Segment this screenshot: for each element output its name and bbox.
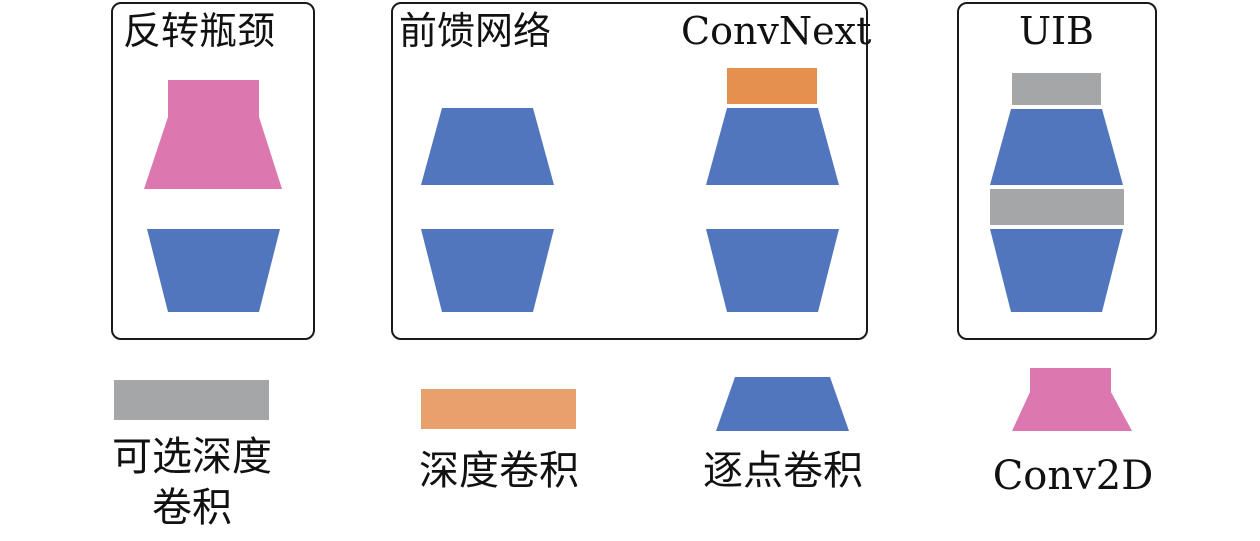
- conv2d-shape: [1012, 368, 1132, 431]
- legend-depthwise-label: 深度卷积: [419, 448, 579, 494]
- legend-optional-dw-label-line1: 可选深度: [112, 434, 272, 480]
- depthwise-rect: [727, 68, 817, 104]
- legend-conv2d-swatch: [1012, 368, 1132, 431]
- uib-optional-dw-middle: [990, 189, 1124, 225]
- inverted-trapezoid-shape: [421, 229, 554, 312]
- uib-expansion-block: [990, 109, 1123, 185]
- gray-rect: [114, 380, 269, 420]
- panel-title-uib: UIB: [1019, 9, 1094, 53]
- gray-rect: [990, 189, 1124, 225]
- legend-optional-dw-label-line2: 卷积: [152, 485, 232, 531]
- uib-optional-dw-top: [1012, 73, 1101, 105]
- trapezoid-shape: [990, 109, 1123, 185]
- conv2d-block: [144, 80, 282, 189]
- panel-title-inverted-bottleneck: 反转瓶颈: [123, 9, 276, 53]
- legend-pointwise-label: 逐点卷积: [703, 448, 863, 494]
- legend-depthwise-swatch: [421, 389, 576, 429]
- trapezoid-shape: [421, 108, 554, 185]
- legend-pointwise-swatch: [716, 377, 849, 431]
- panel-uib: [957, 2, 1157, 340]
- gray-rect: [1012, 73, 1101, 105]
- convnext-depthwise-block: [727, 68, 817, 104]
- panel-title-ffn: 前馈网络: [399, 9, 552, 53]
- conv2d-shape: [144, 80, 282, 189]
- ffn-projection-block: [421, 229, 554, 312]
- trapezoid-shape: [716, 377, 849, 431]
- panel-title-convnext: ConvNext: [681, 9, 872, 53]
- pointwise-projection-block: [147, 229, 280, 312]
- panel-inverted-bottleneck: [111, 2, 315, 340]
- legend-conv2d-label: Conv2D: [992, 453, 1154, 499]
- uib-projection-block: [990, 229, 1123, 312]
- orange-rect: [421, 389, 576, 429]
- convnext-projection-block: [706, 229, 839, 312]
- inverted-trapezoid-shape: [706, 229, 839, 312]
- ffn-expansion-block: [421, 108, 554, 185]
- panel-ffn-convnext: [391, 2, 868, 340]
- inverted-trapezoid-shape: [147, 229, 280, 312]
- convnext-expansion-block: [706, 108, 839, 185]
- trapezoid-shape: [706, 108, 839, 185]
- legend-optional-dw-swatch: [114, 380, 269, 420]
- inverted-trapezoid-shape: [990, 229, 1123, 312]
